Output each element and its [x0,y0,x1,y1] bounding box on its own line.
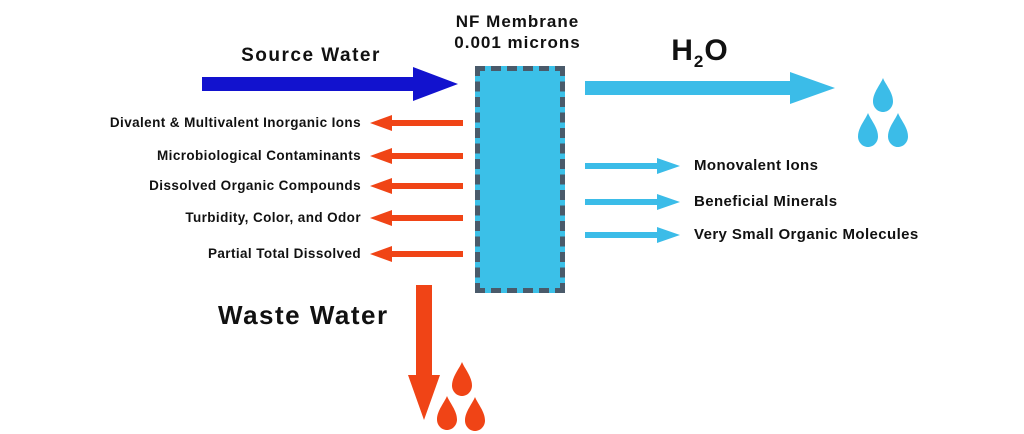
reject-arrow-icon [370,210,463,226]
membrane-title: NF Membrane 0.001 microns [430,11,605,53]
passed-label: Monovalent Ions [694,157,819,174]
h2o-sub: 2 [693,52,705,71]
reject-arrow-icon [370,246,463,262]
passed-label: Very Small Organic Molecules [694,226,919,243]
passed-row-monovalent-ions: Monovalent Ions [585,154,818,178]
waste-water-label: Waste Water [218,300,389,330]
passed-row-beneficial-minerals: Beneficial Minerals [585,190,838,214]
waste-droplets-icon [437,362,485,431]
membrane-title-line2: 0.001 microns [454,33,581,52]
rejected-row-dissolved-organic: Dissolved Organic Compounds [40,175,463,197]
reject-arrow-icon [370,148,463,164]
rejected-label: Dissolved Organic Compounds [149,178,361,193]
rejected-row-turbidity: Turbidity, Color, and Odor [40,207,463,229]
source-water-label: Source Water [241,45,381,66]
rejected-row-divalent-ions: Divalent & Multivalent Inorganic Ions [40,112,463,134]
rejected-label: Divalent & Multivalent Inorganic Ions [109,115,361,130]
rejected-row-partial-total-dissolved: Partial Total Dissolved [40,243,463,265]
h2o-h: H [671,34,694,67]
pass-arrow-icon [585,194,680,210]
water-droplets-icon [858,78,908,147]
passed-row-very-small-organic: Very Small Organic Molecules [585,223,919,247]
rejected-label: Turbidity, Color, and Odor [185,210,361,225]
h2o-label: H2O [650,34,750,72]
h2o-arrow-icon [585,72,835,104]
reject-arrow-icon [370,178,463,194]
nf-membrane-rect [475,66,565,293]
h2o-o: O [704,34,729,67]
pass-arrow-icon [585,158,680,174]
passed-label: Beneficial Minerals [694,193,838,210]
rejected-label: Partial Total Dissolved [208,246,361,261]
pass-arrow-icon [585,227,680,243]
membrane-title-line1: NF Membrane [455,12,580,31]
waste-water-arrow-icon [408,285,440,420]
source-water-arrow-icon [202,67,458,101]
reject-arrow-icon [370,115,463,131]
rejected-label: Microbiological Contaminants [157,148,361,163]
rejected-row-microbiological: Microbiological Contaminants [40,145,463,167]
